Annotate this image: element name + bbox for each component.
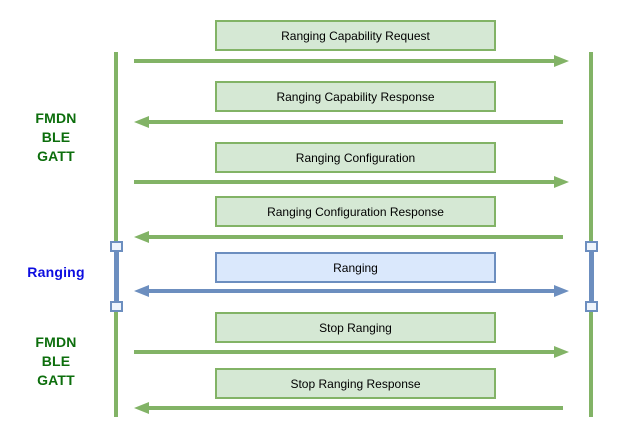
section-label: FMDN BLE GATT — [10, 109, 102, 166]
section-label-line: BLE — [41, 353, 71, 369]
message-box: Stop Ranging — [215, 312, 496, 343]
arrowhead-right-icon — [554, 285, 569, 297]
message-box: Ranging Capability Response — [215, 81, 496, 112]
arrowhead-right-icon — [554, 55, 569, 67]
activation-marker — [584, 301, 598, 312]
message-arrow — [134, 59, 555, 63]
activation-marker — [584, 241, 598, 252]
message-label: Ranging Configuration Response — [267, 204, 444, 219]
message-label: Stop Ranging — [319, 320, 392, 335]
section-label-line: GATT — [37, 148, 75, 164]
message-box: Stop Ranging Response — [215, 368, 496, 399]
message-arrow — [148, 406, 563, 410]
activation-marker — [109, 301, 123, 312]
section-label-line: FMDN — [35, 110, 77, 126]
arrowhead-left-icon — [134, 285, 149, 297]
message-box: Ranging Capability Request — [215, 20, 496, 51]
message-arrow — [134, 350, 555, 354]
lifeline-left-ranging-segment — [113, 250, 119, 304]
message-arrow — [148, 289, 555, 293]
section-label-line: FMDN — [35, 334, 77, 350]
message-label: Ranging — [333, 260, 378, 275]
section-label-line: GATT — [37, 372, 75, 388]
message-label: Ranging Capability Response — [276, 89, 435, 104]
section-label: FMDN BLE GATT — [10, 333, 102, 390]
message-label: Ranging Configuration — [295, 150, 416, 165]
activation-marker — [109, 241, 123, 252]
message-arrow — [134, 180, 555, 184]
arrowhead-right-icon — [554, 176, 569, 188]
section-label: Ranging — [10, 263, 102, 282]
arrowhead-left-icon — [134, 231, 149, 243]
lifeline-right-ranging-segment — [588, 250, 594, 304]
message-label: Ranging Capability Request — [281, 28, 430, 43]
section-label-line: Ranging — [27, 264, 85, 280]
arrowhead-left-icon — [134, 116, 149, 128]
lifeline-left — [114, 52, 118, 417]
section-label-line: BLE — [41, 129, 71, 145]
message-arrow — [148, 120, 563, 124]
message-box: Ranging — [215, 252, 496, 283]
lifeline-right — [589, 52, 593, 417]
arrowhead-right-icon — [554, 346, 569, 358]
message-arrow — [148, 235, 563, 239]
message-box: Ranging Configuration — [215, 142, 496, 173]
message-label: Stop Ranging Response — [290, 376, 421, 391]
arrowhead-left-icon — [134, 402, 149, 414]
message-box: Ranging Configuration Response — [215, 196, 496, 227]
